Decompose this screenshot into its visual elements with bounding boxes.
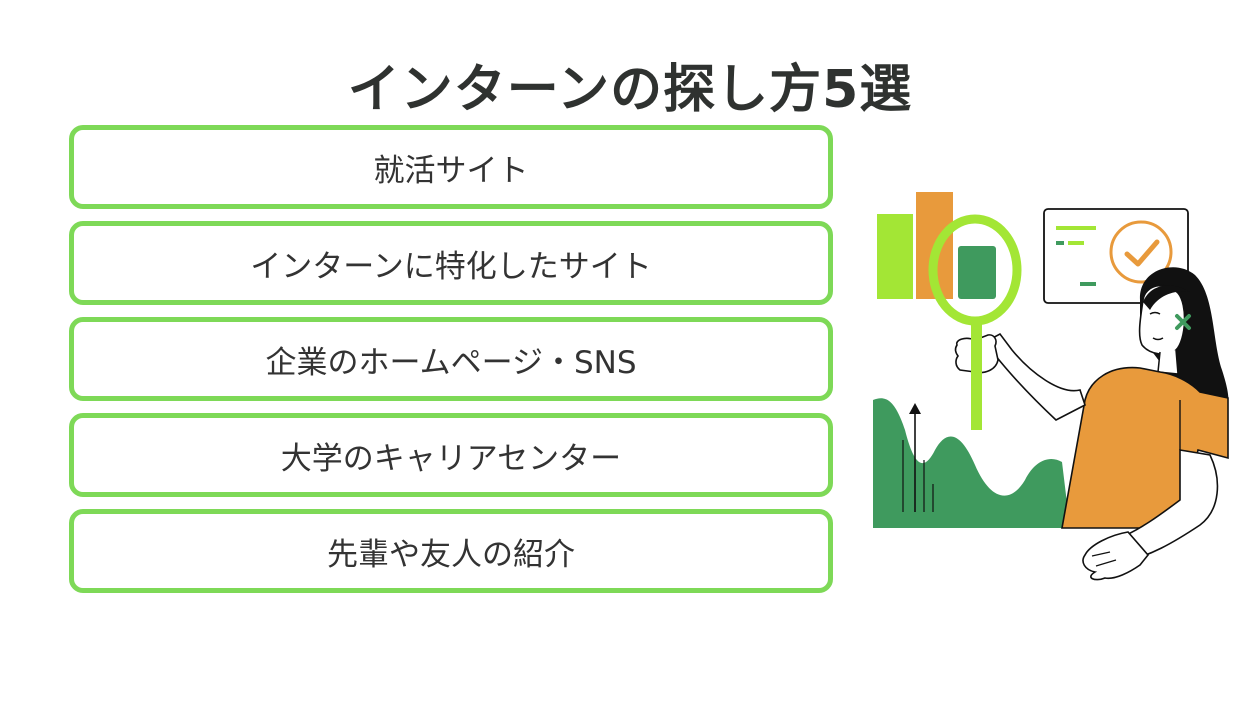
check-icon [1124, 239, 1160, 267]
method-item-company-site: 企業のホームページ・SNS [69, 317, 833, 401]
area-chart-wave [873, 398, 1070, 528]
search-illustration [873, 192, 1229, 581]
method-item-intern-site: インターンに特化したサイト [69, 221, 833, 305]
bar-chart-bar-lime [877, 214, 913, 299]
method-item-career-center: 大学のキャリアセンター [69, 413, 833, 497]
earring-icon [1175, 314, 1191, 330]
arrow-up-icon [909, 403, 921, 512]
woman-figure [954, 267, 1229, 581]
magnifying-glass-icon [928, 214, 1022, 430]
method-item-referral: 先輩や友人の紹介 [69, 509, 833, 593]
page-title: インターンの探し方5選 [347, 59, 913, 120]
methods-list: 就活サイト インターンに特化したサイト 企業のホームページ・SNS 大学のキャリ… [69, 125, 833, 605]
method-item-job-site: 就活サイト [69, 125, 833, 209]
bar-chart-bar-green [958, 246, 996, 299]
